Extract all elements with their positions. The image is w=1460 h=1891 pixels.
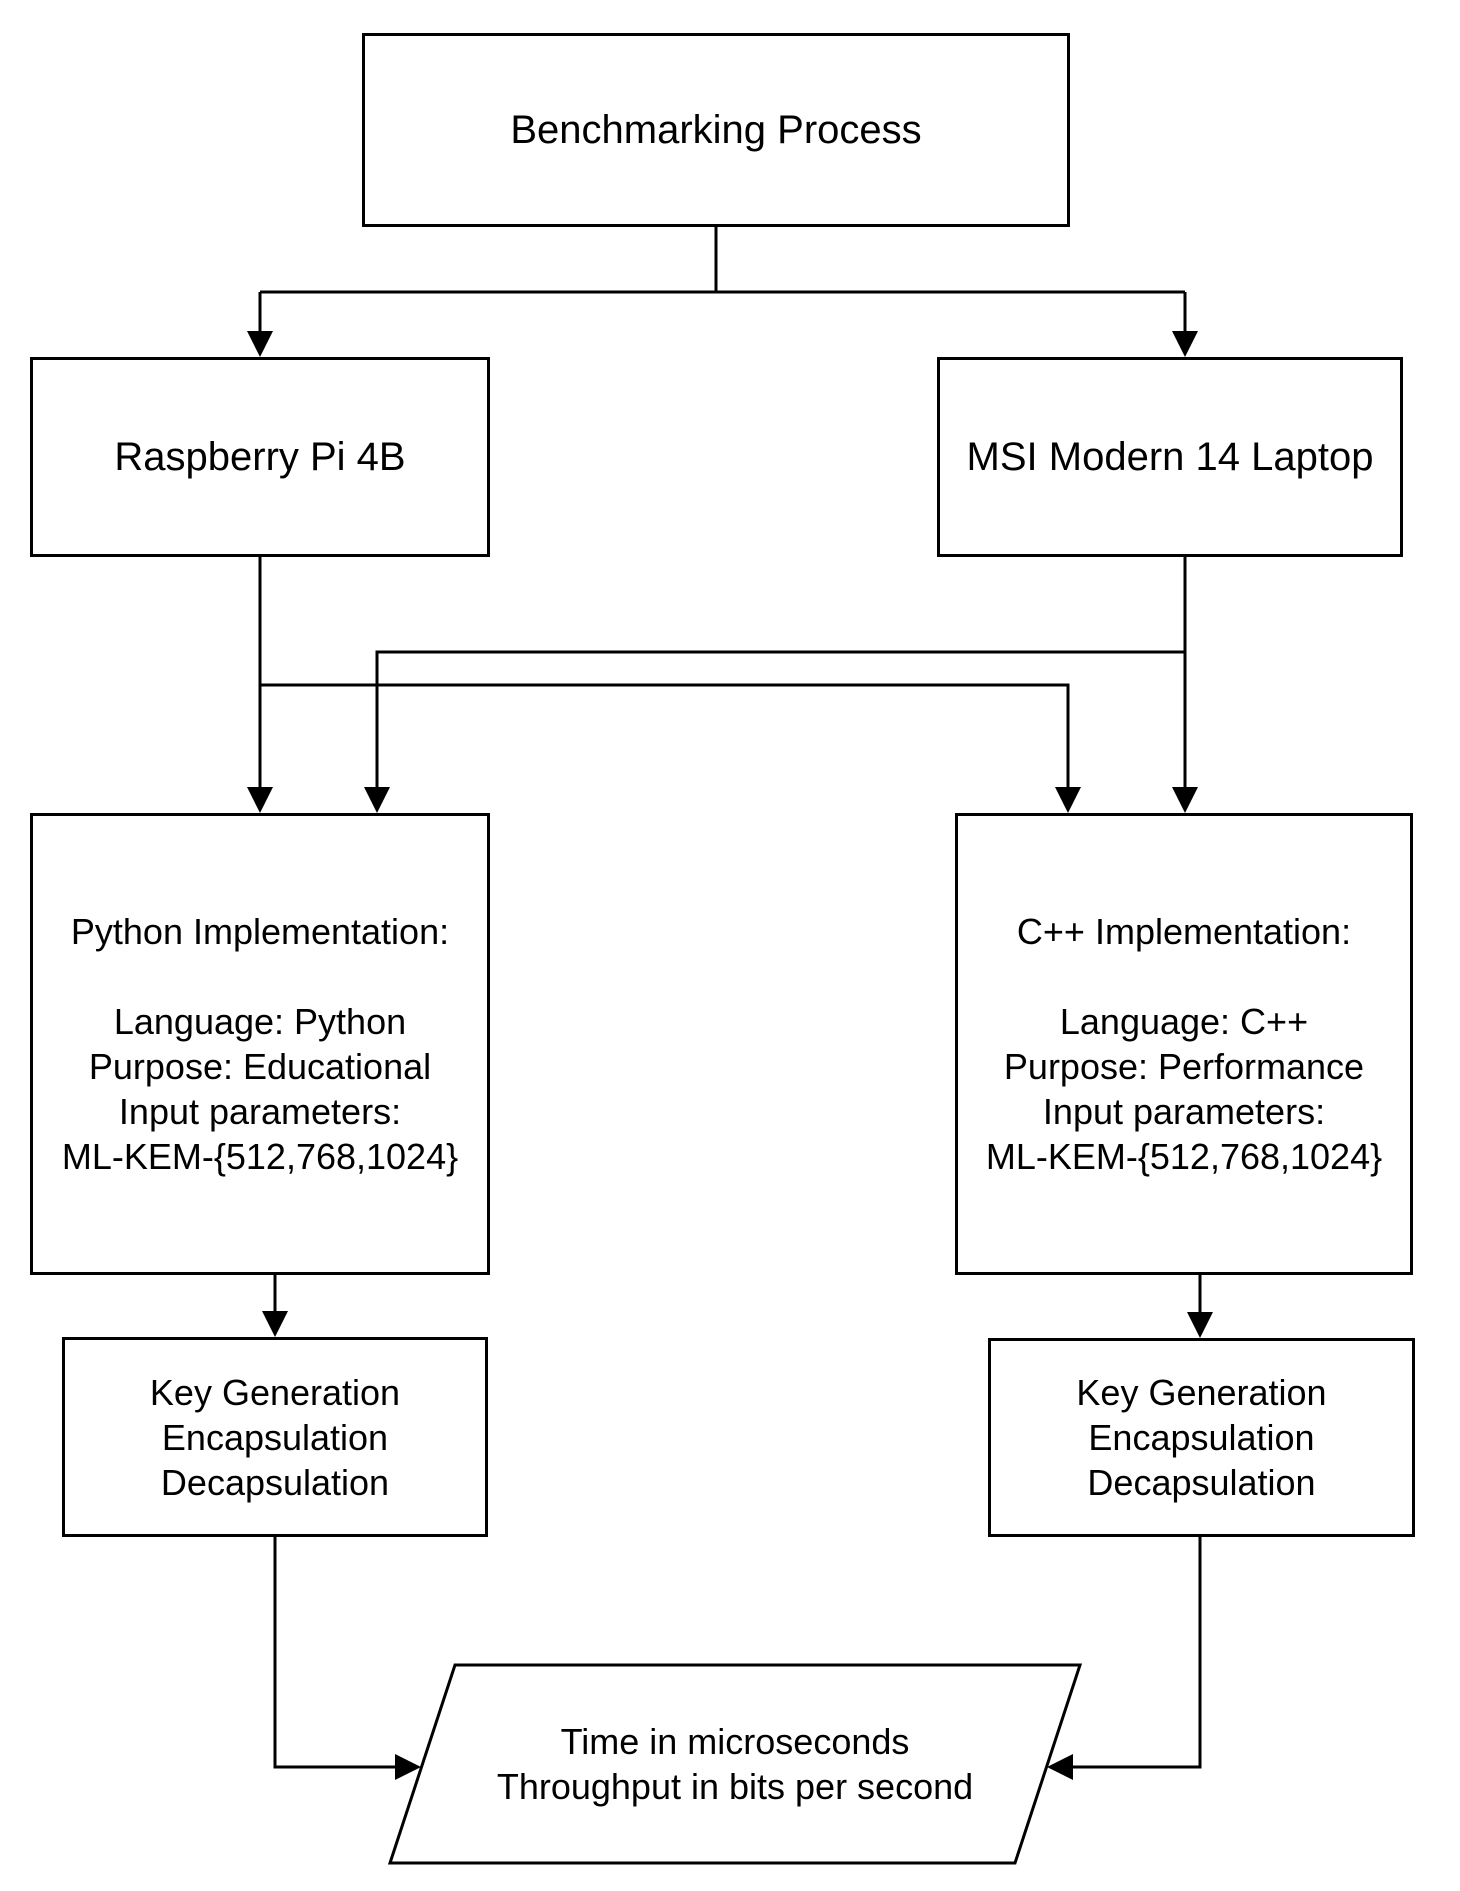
arrowhead-down-impl-right-2 — [1172, 787, 1198, 813]
connector-device-right-out — [364, 557, 1198, 813]
ops-left-line: Key Generation — [149, 1371, 401, 1413]
arrowhead-down-impl-left-1 — [247, 787, 273, 813]
impl-right-line: Purpose: Performance — [1003, 1046, 1365, 1087]
impl-right-line: C++ Implementation: — [1016, 911, 1352, 952]
ops-left-line: Decapsulation — [160, 1461, 390, 1503]
connector-device-left-out — [247, 557, 1081, 813]
impl-left-line: Purpose: Educational — [88, 1046, 432, 1087]
device-box-raspberry-pi: Raspberry Pi 4B — [30, 357, 490, 557]
device-right-label: MSI Modern 14 Laptop — [966, 435, 1374, 479]
impl-left-line: Language: Python — [113, 1001, 407, 1042]
impl-left-line: ML-KEM-{512,768,1024} — [61, 1136, 459, 1177]
output-parallelogram-shape — [387, 1663, 1083, 1865]
impl-right-line: ML-KEM-{512,768,1024} — [985, 1136, 1383, 1177]
device-box-msi-laptop: MSI Modern 14 Laptop — [937, 357, 1403, 557]
impl-left-line: Input parameters: — [118, 1091, 402, 1132]
impl-right-line: Language: C++ — [1059, 1001, 1309, 1042]
ops-right-line: Decapsulation — [1087, 1462, 1316, 1503]
ops-left-line: Encapsulation — [161, 1416, 389, 1458]
output-parallelogram: Time in microseconds Throughput in bits … — [390, 1665, 1080, 1863]
connector-process-split — [247, 227, 1198, 357]
arrowhead-down-device-right — [1172, 331, 1198, 357]
arrowhead-down-impl-left-2 — [364, 787, 390, 813]
impl-right-line: Input parameters: — [1042, 1091, 1326, 1132]
ops-right-line: Key Generation — [1076, 1372, 1327, 1413]
ops-box-right: Key Generation Encapsulation Decapsulati… — [988, 1338, 1415, 1537]
process-box: Benchmarking Process — [362, 33, 1070, 227]
impl-box-python: Python Implementation: Language: Python … — [30, 813, 490, 1275]
output-line: Time in microseconds — [560, 1721, 910, 1762]
arrowhead-down-ops-left — [262, 1311, 288, 1337]
arrowhead-down-ops-right — [1187, 1312, 1213, 1338]
ops-right-line: Encapsulation — [1088, 1417, 1315, 1458]
process-box-label: Benchmarking Process — [510, 108, 922, 152]
impl-box-cpp: C++ Implementation: Language: C++ Purpos… — [955, 813, 1413, 1275]
ops-box-left: Key Generation Encapsulation Decapsulati… — [62, 1337, 488, 1537]
device-left-label: Raspberry Pi 4B — [114, 435, 406, 479]
arrowhead-down-impl-right-1 — [1055, 787, 1081, 813]
impl-left-line: Python Implementation: — [70, 911, 450, 952]
connector-ops-to-output — [273, 1537, 1202, 1780]
connector-impl-to-ops — [262, 1275, 1213, 1338]
arrowhead-right-output — [395, 1754, 421, 1780]
arrowhead-down-device-left — [247, 331, 273, 357]
output-line: Throughput in bits per second — [496, 1766, 974, 1807]
arrowhead-left-output — [1047, 1754, 1073, 1780]
